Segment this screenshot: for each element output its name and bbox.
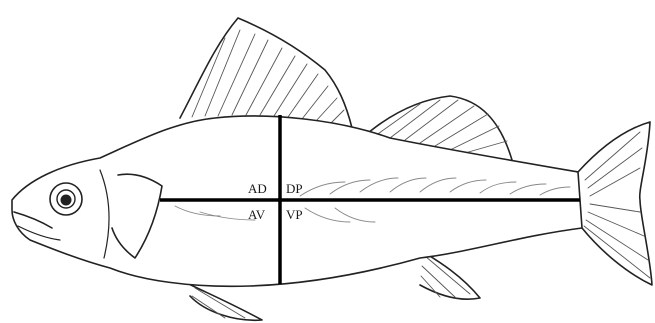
pelvic-fin	[184, 281, 263, 322]
fish-mouth	[13, 211, 53, 229]
caudal-fin	[577, 121, 653, 286]
anal-fin	[419, 249, 481, 301]
label-dorsal-posterior: DP	[286, 181, 303, 196]
spiny-dorsal-fin	[179, 17, 353, 129]
fish-eye	[49, 182, 83, 216]
gill-cover	[111, 173, 163, 259]
rib-markings	[174, 177, 571, 223]
label-anterior-dorsal: AD	[248, 181, 267, 196]
label-anterior-ventral: AV	[248, 207, 266, 222]
soft-dorsal-fin	[361, 95, 513, 161]
label-ventral-posterior: VP	[286, 207, 303, 222]
